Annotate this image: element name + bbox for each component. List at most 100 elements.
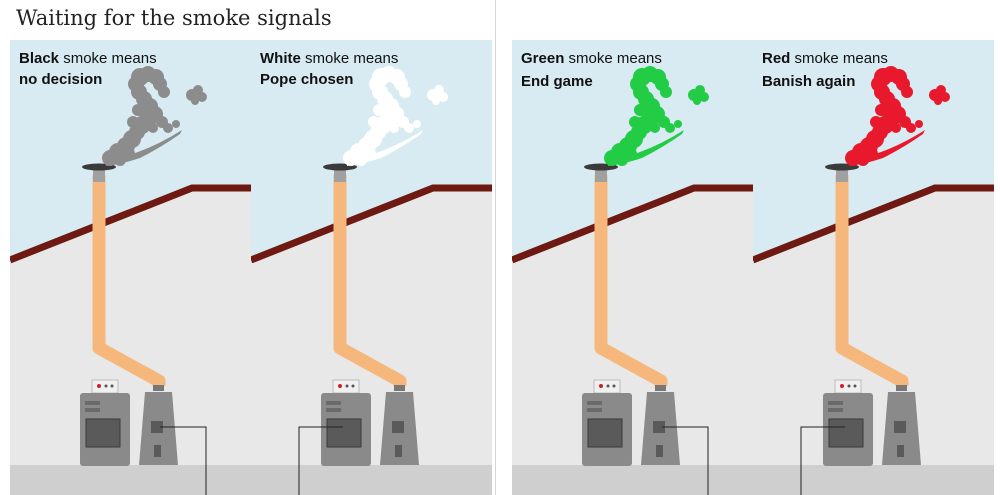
floor bbox=[251, 465, 492, 495]
stove-vent bbox=[85, 401, 100, 405]
smoke-puff bbox=[158, 86, 170, 98]
smoke-meaning: End game bbox=[521, 73, 593, 90]
right-stove-door bbox=[894, 421, 906, 433]
smoke-puff bbox=[693, 97, 701, 105]
panel-illustration bbox=[251, 40, 492, 495]
floor bbox=[10, 465, 251, 495]
floor bbox=[753, 465, 994, 495]
stove-door bbox=[85, 418, 121, 448]
smoke-cloud bbox=[845, 66, 950, 166]
smoke-color-label: Red bbox=[762, 50, 791, 67]
smoke-puff bbox=[172, 120, 180, 128]
stove-knob bbox=[612, 384, 616, 388]
roof-line bbox=[753, 184, 994, 264]
smoke-puff bbox=[940, 92, 950, 102]
wall bbox=[251, 188, 492, 495]
smoke-puff bbox=[148, 123, 158, 133]
smoke-cloud bbox=[604, 66, 709, 166]
pointer-line bbox=[662, 426, 709, 495]
right-stove-vent-pipe bbox=[655, 385, 666, 391]
panel-illustration bbox=[512, 40, 753, 495]
panel-illustration bbox=[10, 40, 251, 495]
smoke-trail bbox=[106, 130, 182, 166]
stove-vent bbox=[828, 408, 843, 412]
right-stove-door bbox=[653, 421, 665, 433]
smoke-meaning: no decision bbox=[19, 71, 103, 88]
chimney-pipe bbox=[594, 175, 668, 388]
right-stove-door bbox=[897, 445, 904, 457]
right-stove-door bbox=[151, 421, 163, 433]
stove-knob bbox=[351, 384, 355, 388]
stove-knob bbox=[110, 384, 114, 388]
smoke-panel-black: Black smoke means no decision bbox=[10, 40, 251, 495]
stove-light bbox=[338, 384, 342, 388]
stove-knob bbox=[853, 384, 857, 388]
smoke-color-label: White bbox=[260, 50, 301, 67]
wall bbox=[512, 188, 753, 495]
stove-knob bbox=[606, 384, 610, 388]
smoke-puff bbox=[650, 123, 660, 133]
stove-vent bbox=[326, 401, 341, 405]
stove-vent bbox=[85, 408, 100, 412]
smoke-cloud bbox=[102, 66, 207, 166]
group-divider bbox=[495, 0, 511, 495]
smoke-means-text: smoke means bbox=[300, 50, 399, 67]
right-stove-vent-pipe bbox=[394, 385, 405, 391]
smoke-puff bbox=[373, 104, 385, 116]
stove-door bbox=[326, 418, 362, 448]
smoke-puff bbox=[132, 104, 144, 116]
pointer-line bbox=[160, 426, 207, 495]
stove-knob bbox=[104, 384, 108, 388]
smoke-trail bbox=[347, 130, 423, 166]
smoke-puff bbox=[660, 86, 672, 98]
stove-vent bbox=[828, 401, 843, 405]
smoke-color-label: Black bbox=[19, 50, 60, 67]
smoke-puff bbox=[665, 123, 675, 133]
smoke-puff bbox=[870, 116, 882, 128]
stove-light bbox=[97, 384, 101, 388]
chimney-collar bbox=[836, 170, 848, 182]
pointer-line bbox=[800, 426, 845, 495]
right-stove-door bbox=[154, 445, 161, 457]
smoke-trail bbox=[608, 130, 684, 166]
chimney-pipe bbox=[92, 175, 166, 388]
roof-line bbox=[251, 184, 492, 264]
stove-light bbox=[599, 384, 603, 388]
smoke-puff bbox=[634, 104, 646, 116]
stove-door bbox=[828, 418, 864, 448]
page-title: Waiting for the smoke signals bbox=[16, 6, 332, 30]
chimney-collar bbox=[595, 170, 607, 182]
smoke-puff bbox=[901, 86, 913, 98]
smoke-means-text: smoke means bbox=[59, 50, 157, 67]
wall bbox=[753, 188, 994, 495]
smoke-puff bbox=[368, 116, 380, 128]
smoke-meaning: Pope chosen bbox=[260, 71, 354, 88]
smoke-means-text: smoke means bbox=[564, 50, 662, 67]
stove-light bbox=[840, 384, 844, 388]
floor bbox=[512, 465, 753, 495]
smoke-puff bbox=[629, 116, 641, 128]
smoke-color-label: Green bbox=[521, 50, 565, 67]
smoke-puff bbox=[934, 97, 942, 105]
smoke-puff bbox=[875, 104, 887, 116]
smoke-means-text: smoke means bbox=[790, 50, 888, 67]
panel-illustration bbox=[753, 40, 994, 495]
right-stove-vent-pipe bbox=[153, 385, 164, 391]
smoke-puff bbox=[906, 123, 916, 133]
smoke-puff bbox=[389, 123, 399, 133]
stove-knob bbox=[345, 384, 349, 388]
stove-vent bbox=[326, 408, 341, 412]
smoke-puff bbox=[915, 120, 923, 128]
pointer-line bbox=[298, 426, 343, 495]
smoke-puff bbox=[432, 97, 440, 105]
stove-knob bbox=[847, 384, 851, 388]
smoke-puff bbox=[197, 92, 207, 102]
stove-vent bbox=[587, 408, 602, 412]
chimney-collar bbox=[93, 170, 105, 182]
